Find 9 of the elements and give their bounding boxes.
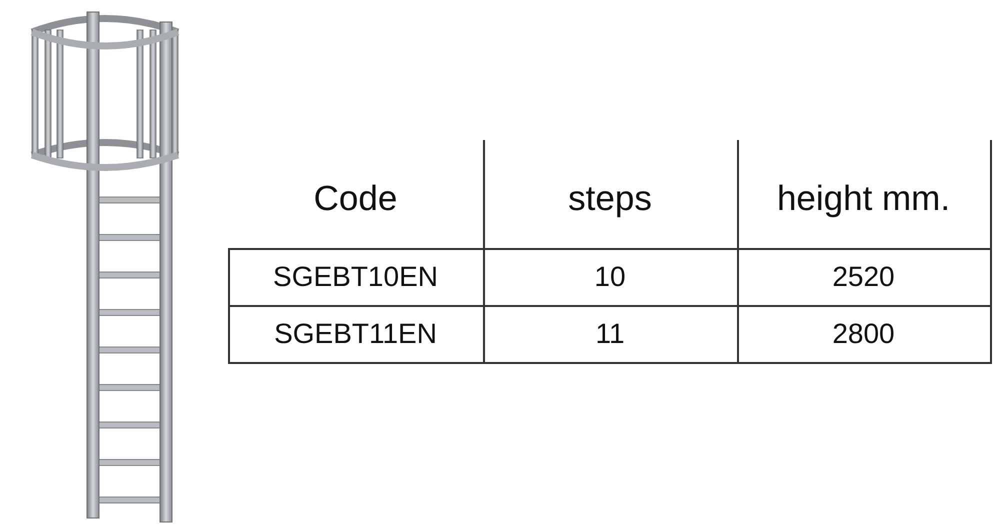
column-header: Code bbox=[314, 179, 398, 219]
step-count: 11 bbox=[595, 318, 625, 350]
product-code: SGEBT10EN bbox=[273, 260, 438, 292]
step-count: 10 bbox=[594, 260, 626, 292]
column-header: height mm. bbox=[776, 179, 950, 219]
product-code: SGEBT11EN bbox=[274, 318, 437, 350]
height-value: 2800 bbox=[832, 318, 895, 350]
height-value: 2520 bbox=[832, 260, 895, 292]
column-header: steps bbox=[568, 179, 652, 219]
